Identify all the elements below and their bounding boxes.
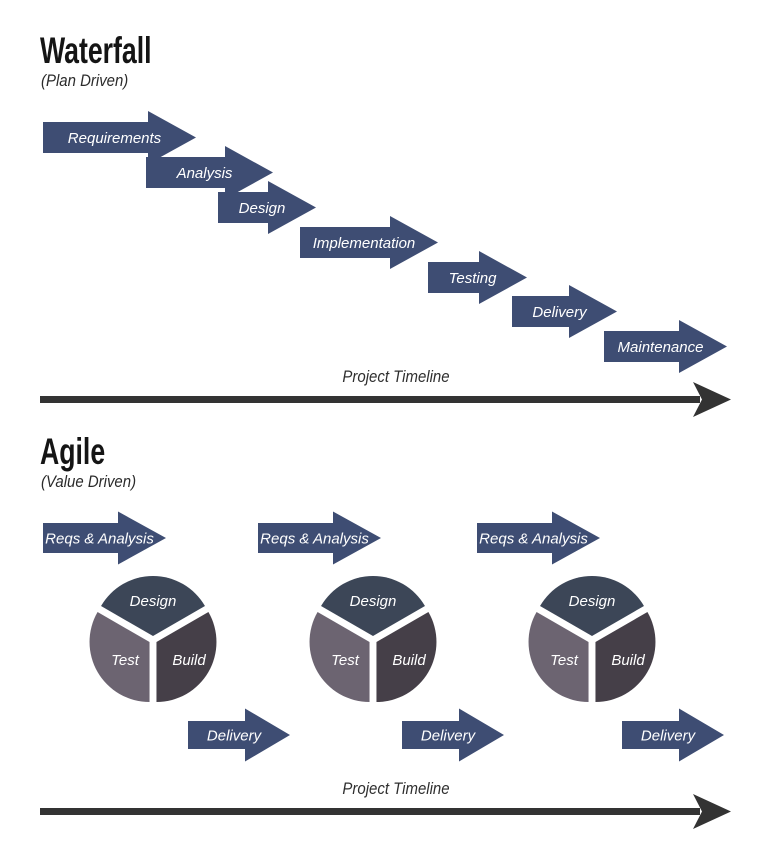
agile-iteration-1-delivery-arrow: Delivery xyxy=(188,708,290,762)
agile-iteration-3-delivery-arrow-shape xyxy=(622,708,724,762)
waterfall-title: Waterfall xyxy=(40,30,152,71)
waterfall-stage-testing-label: Testing xyxy=(449,270,497,287)
waterfall-stage-delivery-label: Delivery xyxy=(532,304,588,321)
waterfall-stage-requirements-shape xyxy=(43,111,196,164)
agile-iteration-2-delivery-arrow: Delivery xyxy=(402,708,504,762)
agile-iteration-1-delivery-arrow-shape xyxy=(188,708,290,762)
waterfall-stage-delivery-shape xyxy=(512,285,617,338)
agile-iteration-2-delivery-arrow-shape xyxy=(402,708,504,762)
agile-iteration-3-delivery-arrow-label: Delivery xyxy=(641,727,697,744)
agile-iteration-3-reqs-analysis-arrow-shape xyxy=(477,511,600,565)
waterfall-subtitle: (Plan Driven) xyxy=(41,71,129,90)
agile-timeline-arrow xyxy=(40,794,731,829)
agile-iteration-3-build-slice xyxy=(595,612,656,702)
agile-iteration-3-build-label: Build xyxy=(611,652,645,669)
waterfall-stage-maintenance: Maintenance xyxy=(604,320,727,373)
agile-iteration-1-build-label: Build xyxy=(172,652,206,669)
agile-timeline-label: Project Timeline xyxy=(342,779,450,798)
agile-iteration-2-design-label: Design xyxy=(350,593,397,610)
agile-iteration-2-reqs-analysis-arrow-shape xyxy=(258,511,381,565)
agile-iteration-2-test-label: Test xyxy=(331,652,360,669)
waterfall-timeline-arrow xyxy=(40,382,731,417)
waterfall-stage-implementation: Implementation xyxy=(300,216,438,269)
agile-iteration-1-build-slice xyxy=(156,612,217,702)
waterfall-timeline-arrow-bar xyxy=(40,396,700,403)
agile-iteration-1-test-label: Test xyxy=(111,652,140,669)
agile-iteration-3-test-slice xyxy=(528,612,589,702)
agile-iteration-3-delivery-arrow: Delivery xyxy=(622,708,724,762)
agile-iteration-2-reqs-analysis-arrow: Reqs & Analysis xyxy=(258,511,381,565)
agile-iteration-1-design-label: Design xyxy=(130,593,177,610)
waterfall-stage-design: Design xyxy=(218,181,316,234)
agile-title: Agile xyxy=(40,431,106,472)
waterfall-stage-requirements: Requirements xyxy=(43,111,196,164)
waterfall-stage-analysis-shape xyxy=(146,146,273,199)
agile-iteration-3-reqs-analysis-arrow: Reqs & Analysis xyxy=(477,511,600,565)
agile-iteration-1-reqs-analysis-arrow-label: Reqs & Analysis xyxy=(45,530,154,547)
waterfall-stage-requirements-label: Requirements xyxy=(68,130,162,147)
waterfall-stage-implementation-label: Implementation xyxy=(313,235,416,252)
agile-iteration-2-build-slice xyxy=(376,612,437,702)
agile-iteration-2-reqs-analysis-arrow-label: Reqs & Analysis xyxy=(260,530,369,547)
agile-iteration-1-design-slice xyxy=(101,576,205,636)
agile-timeline-arrow-bar xyxy=(40,808,700,815)
agile-iteration-3-design-slice xyxy=(540,575,644,636)
waterfall-stage-testing: Testing xyxy=(428,251,527,304)
agile-iteration-2-test-slice xyxy=(309,612,370,702)
waterfall-stage-maintenance-label: Maintenance xyxy=(618,339,704,356)
agile-iteration-1-test-slice xyxy=(89,612,150,702)
agile-timeline-arrow-head xyxy=(693,794,731,829)
waterfall-stage-design-label: Design xyxy=(239,200,286,217)
agile-iteration-2-design-slice xyxy=(321,576,425,636)
agile-iteration-3-design-label: Design xyxy=(569,593,616,610)
waterfall-stage-analysis-label: Analysis xyxy=(176,165,233,182)
waterfall-timeline-label: Project Timeline xyxy=(342,367,450,386)
waterfall-stage-analysis: Analysis xyxy=(146,146,273,199)
agile-iteration-1-reqs-analysis-arrow-shape xyxy=(43,511,166,565)
agile-subtitle: (Value Driven) xyxy=(41,472,137,491)
waterfall-stage-testing-shape xyxy=(428,251,527,304)
waterfall-stage-design-shape xyxy=(218,181,316,234)
agile-iteration-1-delivery-arrow-label: Delivery xyxy=(207,727,263,744)
agile-iteration-1-reqs-analysis-arrow: Reqs & Analysis xyxy=(43,511,166,565)
agile-iteration-2-delivery-arrow-label: Delivery xyxy=(421,727,477,744)
agile-iteration-3-reqs-analysis-arrow-label: Reqs & Analysis xyxy=(479,530,588,547)
agile-iteration-3-test-label: Test xyxy=(550,652,579,669)
waterfall-stage-implementation-shape xyxy=(300,216,438,269)
waterfall-stage-maintenance-shape xyxy=(604,320,727,373)
waterfall-timeline-arrow-head xyxy=(693,382,731,417)
waterfall-stage-delivery: Delivery xyxy=(512,285,617,338)
agile-iteration-2-build-label: Build xyxy=(392,652,426,669)
